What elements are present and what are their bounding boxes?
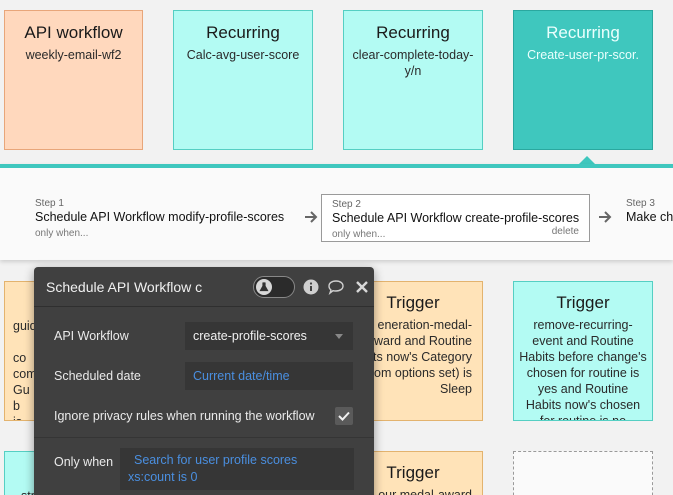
panel-title: Schedule API Workflow c [46, 279, 203, 295]
event-card-text: remove-recurring- event and Routine Habi… [519, 318, 647, 421]
arrow-right-icon [598, 210, 612, 227]
event-card-trigger-remove-recurring[interactable]: Trigger remove-recurring- event and Rout… [513, 281, 653, 421]
comment-icon[interactable] [327, 278, 345, 296]
step-2[interactable]: Step 2 Schedule API Workflow create-prof… [321, 194, 590, 242]
only-when-expression: Search for user profile scores xs:count … [128, 453, 298, 484]
event-card-text: our medal-award [378, 488, 472, 495]
event-card-title: Recurring [546, 23, 620, 42]
step-name: Make ch [626, 210, 673, 224]
event-card-recurring-create-selected[interactable]: Recurring Create-user-pr-scor. [513, 10, 653, 150]
event-card-subtitle: weekly-email-wf2 [25, 48, 122, 62]
event-card-recurring-clear[interactable]: Recurring clear-complete-today-y/n [343, 10, 483, 150]
scheduled-date-label: Scheduled date [54, 369, 141, 383]
selection-pointer [579, 156, 595, 164]
event-card-text: guid co com Gu b is [13, 319, 37, 420]
api-workflow-label: API Workflow [54, 329, 129, 343]
step-3[interactable]: Step 3 Make ch [616, 194, 673, 242]
chevron-down-icon [335, 334, 343, 339]
api-workflow-dropdown[interactable]: create-profile-scores [185, 322, 353, 350]
event-card-api-workflow[interactable]: API workflow weekly-email-wf2 [4, 10, 143, 150]
event-card-title: Recurring [376, 23, 450, 42]
step-label: Step 1 [35, 198, 64, 209]
step-name: Schedule API Workflow create-profile-sco… [332, 211, 580, 225]
close-icon[interactable] [353, 278, 371, 296]
action-property-editor: Schedule API Workflow c API Workflow cre… [34, 267, 374, 495]
ignore-privacy-checkbox[interactable] [335, 407, 353, 425]
event-card-title: Trigger [556, 293, 610, 312]
event-card-title: Trigger [386, 293, 440, 312]
arrow-right-icon [304, 210, 318, 227]
only-when-label: Only when [54, 455, 114, 469]
step-delete-link[interactable]: delete [551, 226, 579, 237]
panel-header: Schedule API Workflow c [34, 267, 374, 307]
event-card-title: API workflow [24, 23, 123, 42]
step-name: Schedule API Workflow modify-profile-sco… [35, 210, 285, 224]
event-card-title: Trigger [386, 463, 440, 482]
step-condition: only when... [35, 228, 89, 239]
debug-toggle[interactable] [253, 276, 295, 298]
checkmark-icon [338, 411, 350, 421]
event-card-subtitle: Create-user-pr-scor. [527, 48, 639, 62]
flask-icon [256, 279, 272, 295]
event-card-subtitle: clear-complete-today-y/n [352, 48, 474, 78]
api-workflow-value: create-profile-scores [193, 329, 307, 343]
info-icon[interactable] [302, 278, 320, 296]
step-label: Step 2 [332, 199, 361, 210]
step-condition: only when... [332, 229, 386, 240]
step-label: Step 3 [626, 198, 655, 209]
only-when-condition-field[interactable]: Search for user profile scores xs:count … [120, 448, 354, 490]
event-card-title: Recurring [206, 23, 280, 42]
event-card-subtitle: Calc-avg-user-score [186, 48, 300, 62]
scheduled-date-field[interactable]: Current date/time [185, 362, 353, 390]
panel-divider [34, 437, 374, 438]
ignore-privacy-label: Ignore privacy rules when running the wo… [54, 409, 315, 423]
step-1[interactable]: Step 1 Schedule API Workflow modify-prof… [25, 194, 295, 242]
event-card-recurring-calc[interactable]: Recurring Calc-avg-user-score [173, 10, 313, 150]
empty-event-slot[interactable] [513, 451, 653, 495]
workflow-steps-bar: Step 1 Schedule API Workflow modify-prof… [0, 164, 673, 260]
event-card-text: str [5, 488, 142, 495]
scheduled-date-value: Current date/time [193, 369, 290, 383]
